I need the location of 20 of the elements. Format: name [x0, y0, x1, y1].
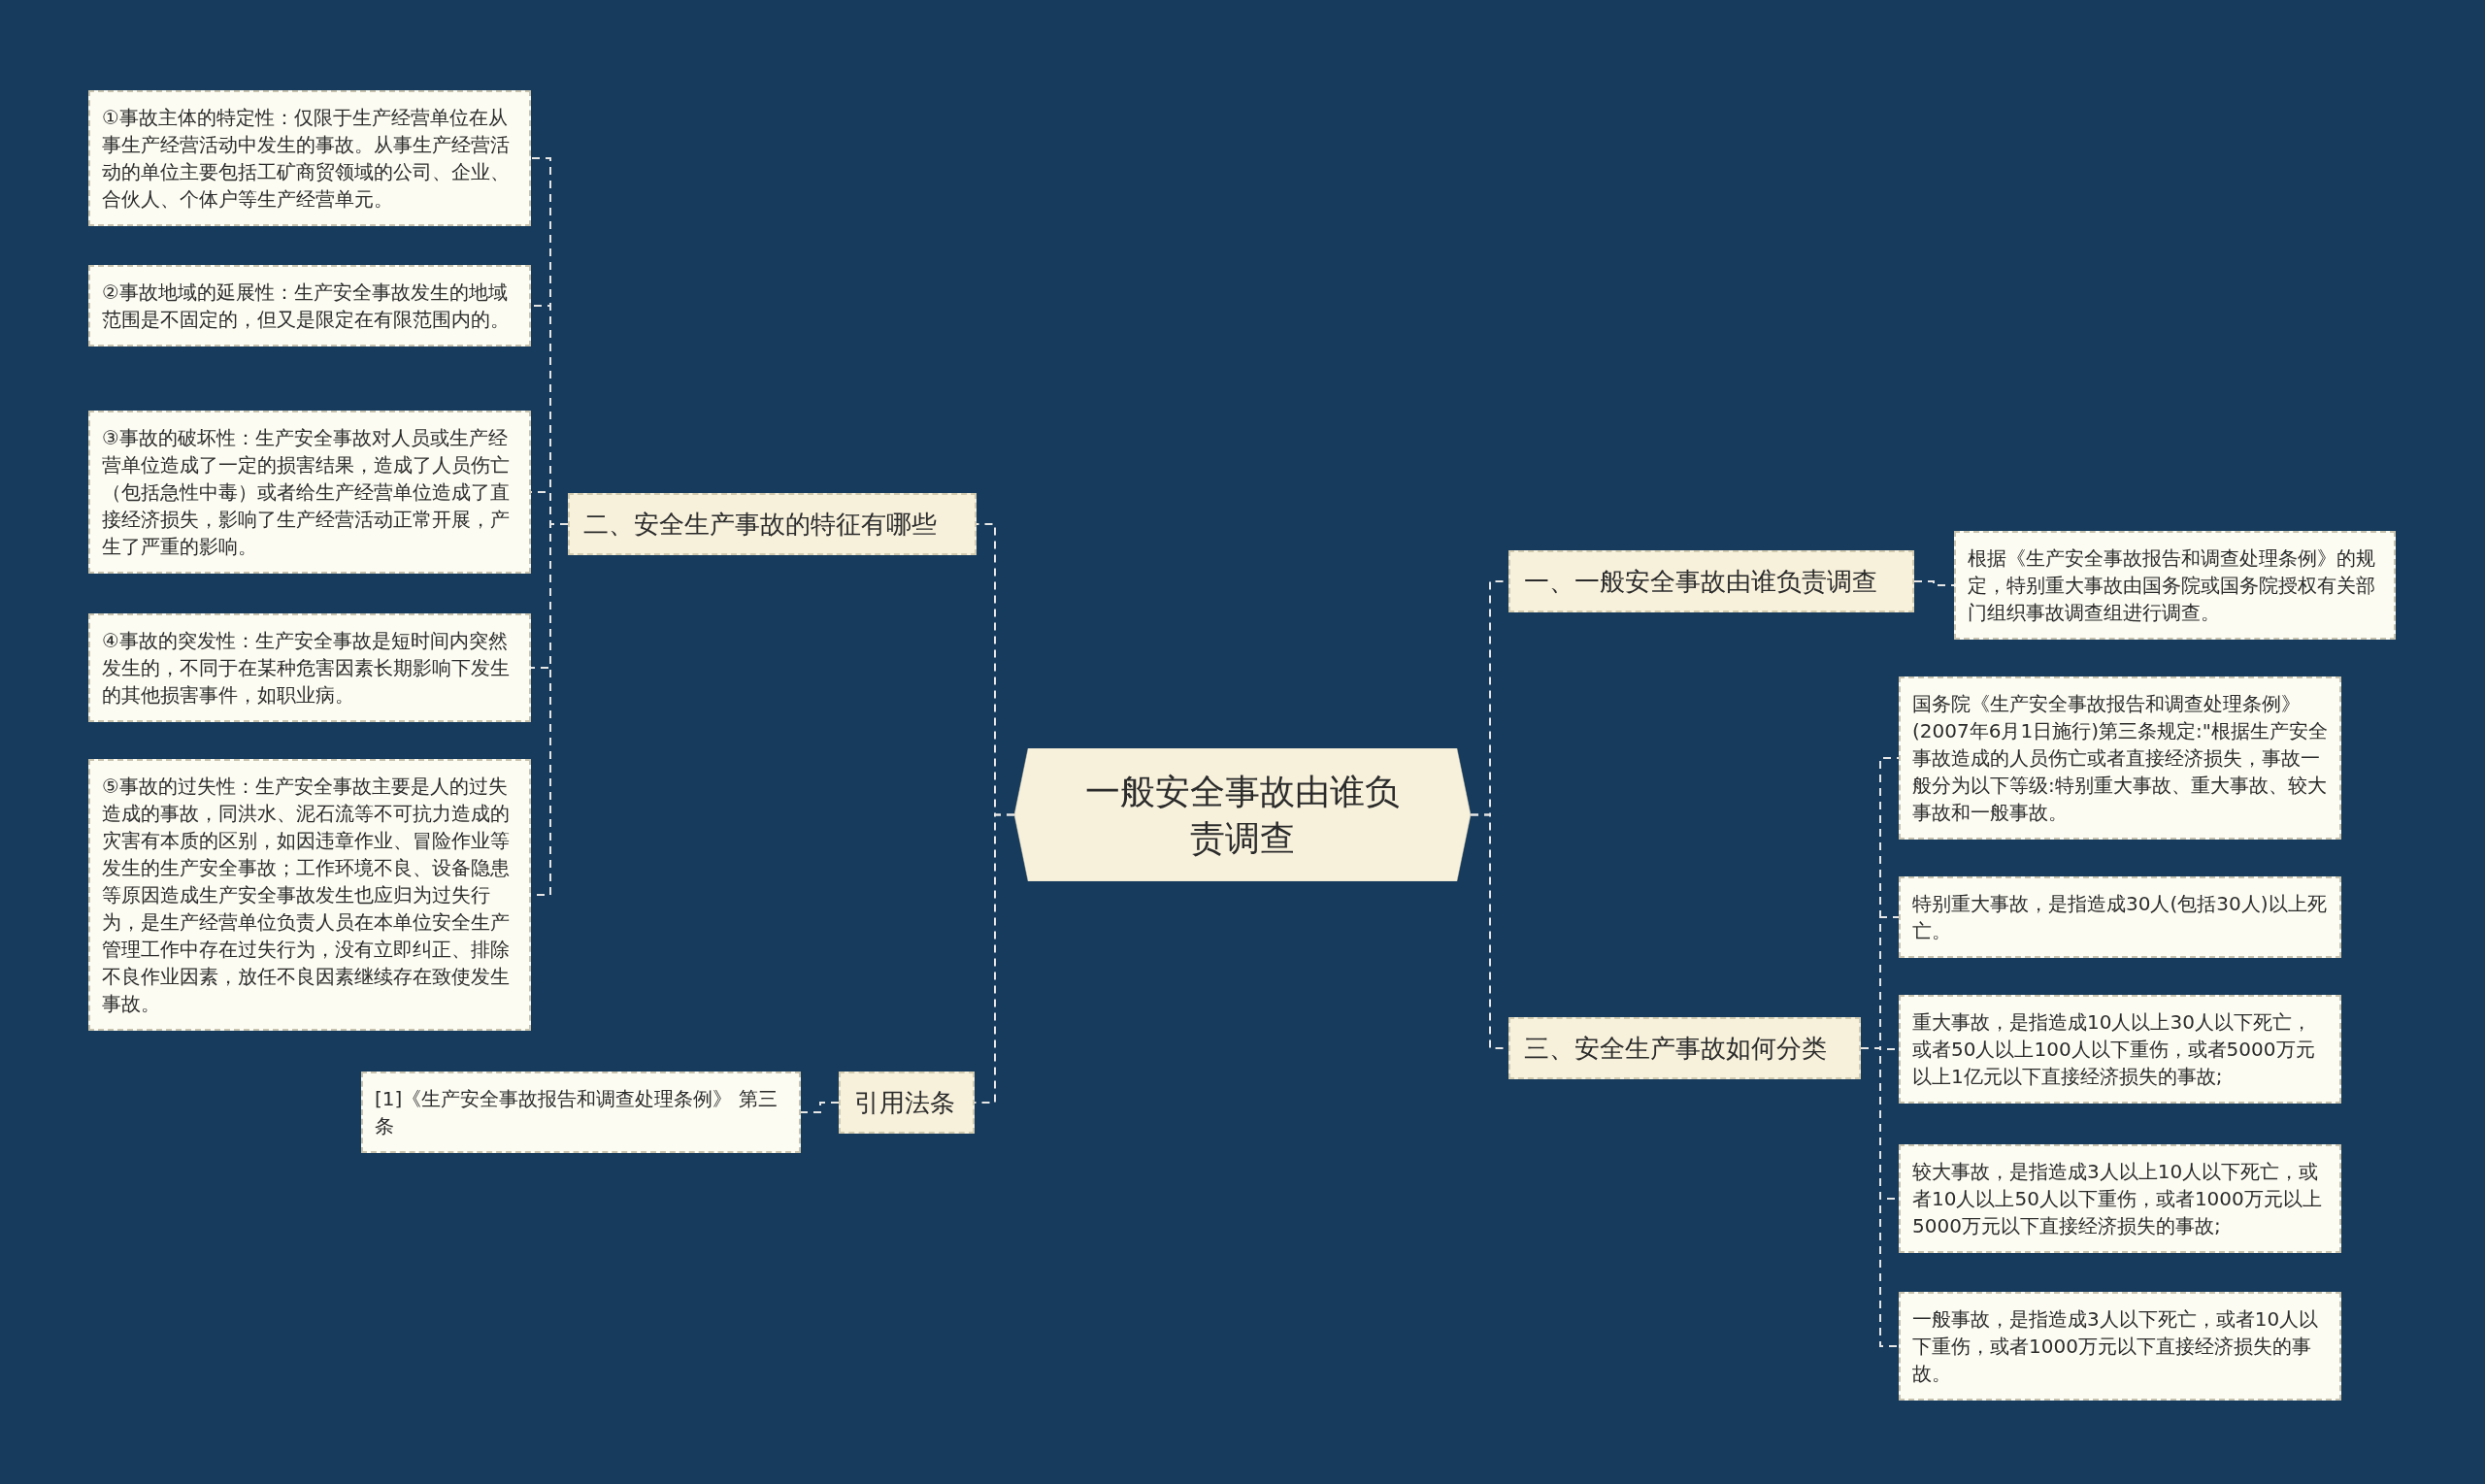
note-box: 较大事故，是指造成3人以上10人以下死亡，或者10人以上50人以下重伤，或者1000万元以上5000万元以下直接经济损失的事故;: [1899, 1144, 2341, 1253]
note-box: ③事故的破坏性：生产安全事故对人员或生产经营单位造成了一定的损害结果，造成了人员伤亡（包括急性中毒）或者给生产经营单位造成了直接经济损失，影响了生产经营活动正常开展，产生了严重的影响。: [88, 411, 531, 574]
note-box: 根据《生产安全事故报告和调查处理条例》的规定，特别重大事故由国务院或国务院授权有关部门组织事故调查组进行调查。: [1954, 531, 2396, 640]
branch-topic-box: 引用法条: [839, 1072, 975, 1134]
connector-line: [1913, 580, 1955, 586]
note-box: 特别重大事故，是指造成30人(包括30人)以上死亡。: [1899, 876, 2341, 958]
connector-line: [1860, 1047, 1900, 1347]
central-topic-hexagon: 一般安全事故由谁负责调查: [1014, 748, 1471, 881]
branch-topic-box: 三、安全生产事故如何分类: [1508, 1017, 1861, 1079]
note-box: ②事故地域的延展性：生产安全事故发生的地域范围是不固定的，但又是限定在有限范围内的。: [88, 265, 531, 346]
branch-topic-box: 一、一般安全事故由谁负责调查: [1508, 550, 1914, 612]
note-box: ④事故的突发性：生产安全事故是短时间内突然发生的，不同于在某种危害因素长期影响下发生的其他损害事件，如职业病。: [88, 613, 531, 722]
note-box: [1]《生产安全事故报告和调查处理条例》 第三条: [361, 1072, 801, 1153]
note-box: 重大事故，是指造成10人以上30人以下死亡，或者50人以上100人以下重伤，或者5000万元以上1亿元以下直接经济损失的事故;: [1899, 995, 2341, 1104]
note-box: 一般事故，是指造成3人以下死亡，或者10人以下重伤，或者1000万元以下直接经济损失的事故。: [1899, 1292, 2341, 1401]
note-box: ①事故主体的特定性：仅限于生产经营单位在从事生产经营活动中发生的事故。从事生产经营活动的单位主要包括工矿商贸领域的公司、企业、合伙人、个体户等生产经营单元。: [88, 90, 531, 226]
note-box: ⑤事故的过失性：生产安全事故主要是人的过失造成的事故，同洪水、泥石流等不可抗力造成的灾害有本质的区别，如因违章作业、冒险作业等发生的生产安全事故；工作环境不良、设备隐患等原因造成生产安全事故发生也应归为过失行为，是生产经营单位负责人员在本单位安全生产管理工作中存在过失行为，没有立即纠正、排除不良作业因素，放任不良因素继续存在致使发生事故。: [88, 759, 531, 1031]
branch-topic-box: 二、安全生产事故的特征有哪些: [568, 493, 977, 555]
connector-line: [800, 1102, 840, 1113]
note-box: 国务院《生产安全事故报告和调查处理条例》(2007年6月1日施行)第三条规定:"根据生产安全事故造成的人员伤亡或者直接经济损失，事故一般分为以下等级:特别重大事故、重大事故、较大事故和一般事故。: [1899, 676, 2341, 840]
